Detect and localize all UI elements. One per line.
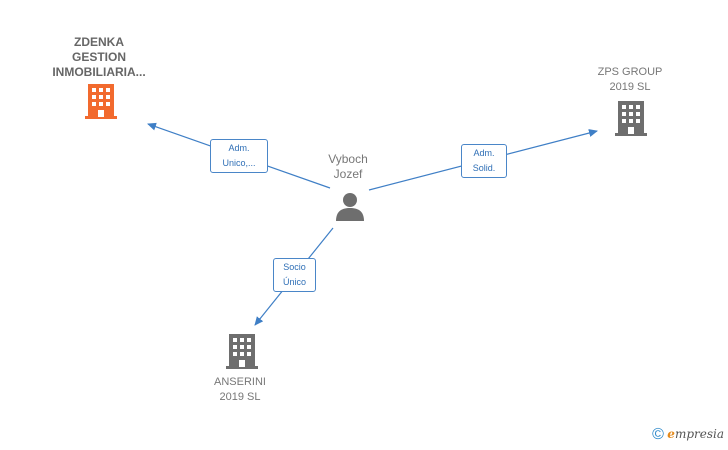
relation-label-zdenka[interactable]: Adm. Unico,... <box>210 139 268 173</box>
person-icon[interactable] <box>335 192 365 222</box>
person-name[interactable]: Vyboch Jozef <box>328 152 368 181</box>
building-icon[interactable] <box>85 84 117 120</box>
building-icon[interactable] <box>226 334 258 370</box>
company-name-zps[interactable]: ZPS GROUP 2019 SL <box>597 66 663 93</box>
company-name-zdenka[interactable]: ZDENKA GESTION INMOBILIARIA... <box>52 35 146 79</box>
brand-footer: © empresia <box>652 426 724 444</box>
relation-label-zps[interactable]: Adm. Solid. <box>461 144 507 178</box>
company-name-anserini[interactable]: ANSERINI 2019 SL <box>214 376 266 403</box>
brand-logo: empresia <box>667 427 724 441</box>
building-icon[interactable] <box>615 101 647 137</box>
copyright-icon: © <box>652 426 664 443</box>
relation-label-anserini[interactable]: Socio Único <box>273 258 316 292</box>
